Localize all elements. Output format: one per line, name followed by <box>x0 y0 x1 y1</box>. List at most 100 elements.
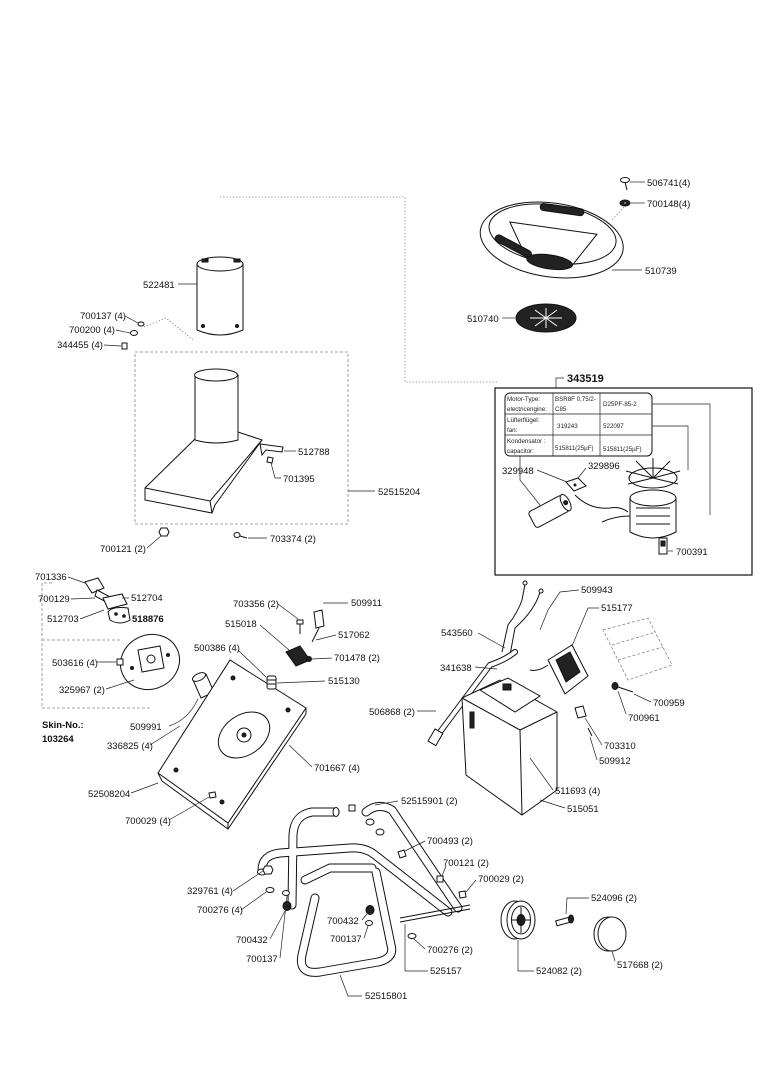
leader-700276-4 <box>240 891 267 911</box>
table-fan-b: 522097 <box>603 423 624 430</box>
callout-336825: 336825 (4) <box>107 741 153 752</box>
callout-506741: 506741(4) <box>647 178 690 189</box>
switch-group-bracket <box>41 582 150 709</box>
callout-52515801: 52515801 <box>365 991 407 1002</box>
chute-plate <box>144 431 263 514</box>
capacitor-terminal <box>563 500 569 506</box>
screw-700029-plate <box>208 791 217 799</box>
fan-blade <box>652 477 679 485</box>
rod-fill <box>438 650 517 734</box>
callout-700137-left: 700137 <box>246 954 278 965</box>
leader-701478 <box>311 657 333 660</box>
block-515018 <box>285 645 311 667</box>
washer-700137 <box>282 890 290 896</box>
callout-510739: 510739 <box>645 266 677 277</box>
callout-524082: 524082 (2) <box>536 966 582 977</box>
rod-341638 <box>427 649 518 747</box>
box-body <box>461 679 558 816</box>
callout-511693: 511693 (4) <box>555 786 600 797</box>
screw-head <box>620 177 630 183</box>
leader-700432-left <box>269 910 286 940</box>
callout-515051: 515051 <box>567 804 599 815</box>
hardware-screws <box>262 804 467 939</box>
callout-700959: 700959 <box>653 698 685 709</box>
callout-700029-4: 700029 (4) <box>125 816 171 827</box>
chute-edge <box>209 500 213 514</box>
table-fan-a: 319243 <box>557 423 578 430</box>
axle-525157 <box>399 908 471 923</box>
leader-515130 <box>276 680 326 684</box>
switch-box-wire <box>529 664 549 671</box>
screw-set-344455 <box>121 321 145 350</box>
leader-515051 <box>539 799 566 809</box>
motor-outline <box>602 617 673 681</box>
callout-700276-4: 700276 (4) <box>197 905 243 916</box>
box-lid <box>478 677 541 713</box>
table-label-fan-en: fan: <box>507 427 518 434</box>
washer-700200 <box>130 330 138 336</box>
leader-701395 <box>270 462 281 479</box>
leader-700121-frame <box>441 865 447 877</box>
leader-509912 <box>589 736 598 761</box>
frame-tube-fill <box>301 864 376 884</box>
callout-517062: 517062 <box>338 630 370 641</box>
callout-509943: 509943 <box>581 585 613 596</box>
callout-503616: 503616 (4) <box>52 658 98 669</box>
leader-701336 <box>67 576 86 584</box>
leader-524082 <box>517 940 534 972</box>
plate-body <box>107 607 131 624</box>
tube-body <box>196 263 244 336</box>
table-motor-b: D25PF-85-2 <box>603 401 637 408</box>
cap-700432 <box>282 901 292 911</box>
axle-525157 <box>399 904 471 919</box>
fan-blade <box>652 470 681 479</box>
plate-hole <box>173 767 179 773</box>
table-capacitor-b: 515811(25µF) <box>603 446 642 453</box>
screw-703374 <box>233 532 248 539</box>
leader-515018 <box>259 624 290 651</box>
box-edge <box>519 729 523 816</box>
callout-700391: 700391 <box>676 547 708 558</box>
chute-tube-top <box>194 368 238 382</box>
hub-cap-face <box>597 916 627 952</box>
knob-509991 <box>191 672 215 699</box>
knob-stem <box>311 627 320 643</box>
table-motor-a-line2: C85 <box>555 406 567 413</box>
frame-tube-fill <box>258 844 452 916</box>
screw-344455 <box>121 342 128 350</box>
switch-box-515177 <box>529 644 589 695</box>
switch-701336 <box>84 577 128 610</box>
callout-512788: 512788 <box>298 447 330 458</box>
screw-shank <box>624 181 628 191</box>
leader-52508204 <box>130 782 159 794</box>
leader-511693 <box>529 757 554 791</box>
frame-tube-fill <box>288 808 339 909</box>
clip-703310 <box>574 705 587 719</box>
cable-wire <box>501 583 526 653</box>
cable-terminal <box>522 580 528 586</box>
switch-body <box>84 577 105 594</box>
leader-700276-2 <box>413 938 426 950</box>
callout-52508204: 52508204 <box>88 789 130 800</box>
wheel-524082 <box>500 900 536 940</box>
leader-512703 <box>79 609 105 620</box>
tube-tab <box>233 258 241 263</box>
nut <box>375 828 385 836</box>
table-leader-capacitor <box>519 456 541 506</box>
leader-700137 <box>124 315 139 324</box>
callout-700129: 700129 <box>38 594 70 605</box>
callout-701667: 701667 (4) <box>314 763 360 774</box>
washer-700148 <box>619 199 631 207</box>
chute-52515204 <box>144 368 263 514</box>
callout-700137-4: 700137 (4) <box>80 311 126 322</box>
mount-screw-hole <box>166 653 170 657</box>
tube-522481 <box>196 256 244 336</box>
mount-plate-325967 <box>120 633 180 691</box>
leader-509991 <box>168 698 199 727</box>
callout-plate-number: 518876 <box>132 614 164 625</box>
leader-700129 <box>70 597 96 600</box>
spacer-body <box>266 675 277 690</box>
callout-703374: 703374 (2) <box>270 534 316 545</box>
callout-700493: 700493 (2) <box>427 836 473 847</box>
callout-701478: 701478 (2) <box>334 653 380 664</box>
